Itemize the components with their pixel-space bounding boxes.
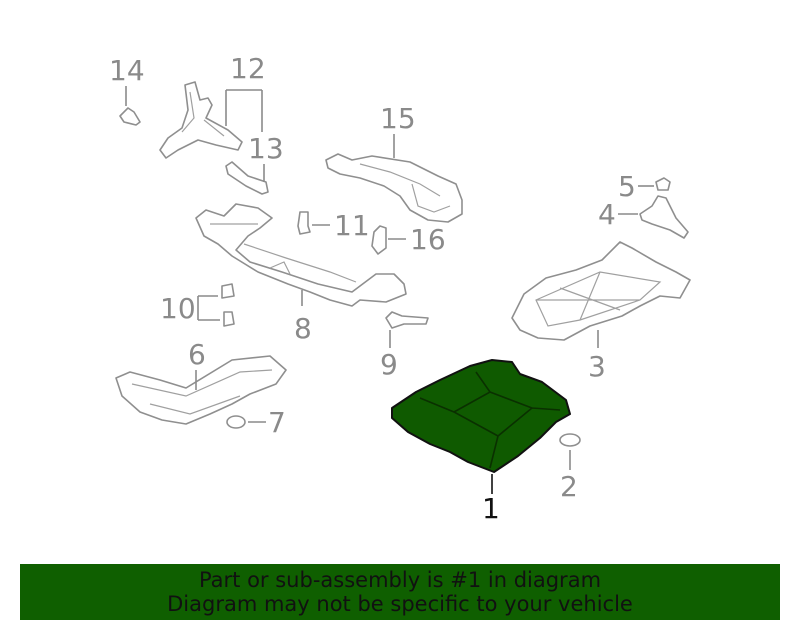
leader-12 [225, 89, 263, 132]
callout-3[interactable]: 3 [588, 350, 606, 383]
callout-2[interactable]: 2 [560, 470, 578, 503]
part-12-bracket[interactable] [159, 81, 243, 159]
callout-12[interactable]: 12 [230, 52, 266, 85]
callout-11[interactable]: 11 [334, 209, 370, 242]
callout-4[interactable]: 4 [598, 198, 616, 231]
callout-9[interactable]: 9 [380, 348, 398, 381]
callout-1[interactable]: 1 [482, 492, 500, 525]
part-11-bolt[interactable] [297, 211, 311, 235]
part-1-lower-cover[interactable] [391, 359, 571, 473]
leader-10 [197, 295, 220, 321]
callout-7[interactable]: 7 [268, 406, 286, 439]
part-10-bolts[interactable] [221, 283, 235, 327]
callout-16[interactable]: 16 [410, 223, 446, 256]
notice-line-2: Diagram may not be specific to your vehi… [167, 592, 633, 616]
callout-8[interactable]: 8 [294, 312, 312, 345]
part-7-nut[interactable] [226, 415, 246, 429]
part-6-side-cover[interactable] [115, 355, 287, 425]
callout-5[interactable]: 5 [618, 170, 636, 203]
part-14-clip[interactable] [119, 107, 141, 126]
callout-15[interactable]: 15 [380, 102, 416, 135]
notice-line-1: Part or sub-assembly is #1 in diagram [198, 568, 602, 592]
part-8-cover[interactable] [195, 203, 407, 307]
part-2-grommet[interactable] [559, 433, 581, 447]
callout-10[interactable]: 10 [160, 292, 196, 325]
callout-14[interactable]: 14 [109, 54, 145, 87]
part-13-strip[interactable] [225, 161, 269, 195]
part-15-shield[interactable] [325, 153, 463, 223]
part-16-clip[interactable] [371, 225, 387, 255]
part-9-bracket[interactable] [385, 311, 429, 329]
callout-6[interactable]: 6 [188, 338, 206, 371]
callout-13[interactable]: 13 [248, 132, 284, 165]
part-4-bracket[interactable] [639, 195, 689, 239]
notice-banner: Part or sub-assembly is #1 in diagram Di… [20, 564, 780, 620]
part-3-skid-plate[interactable] [511, 241, 691, 341]
exploded-parts-diagram: 14 12 13 15 5 [109, 52, 691, 525]
part-5-cap[interactable] [655, 177, 671, 191]
